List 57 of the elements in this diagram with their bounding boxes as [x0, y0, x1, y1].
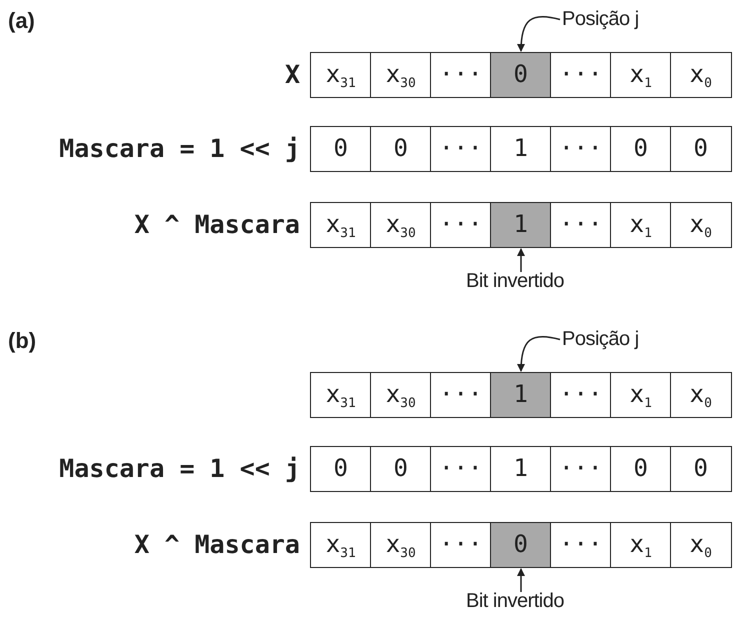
- bit-cell: ···: [430, 52, 492, 98]
- bit-cell: 0: [370, 126, 432, 172]
- bit-cell: 0: [610, 446, 672, 492]
- leader-arrow: [517, 336, 560, 372]
- bit-cell: ···: [550, 52, 612, 98]
- callout-text: Posição j: [562, 8, 639, 31]
- bit-cell: x$_{1}$: [610, 522, 672, 568]
- row-label: Mascara = 1 << j: [59, 454, 300, 483]
- row-label: Mascara = 1 << j: [59, 134, 300, 163]
- callout-text: Bit invertido: [466, 270, 564, 293]
- bit-cell: 0: [670, 446, 732, 492]
- bit-cell: x$_{31}$: [310, 52, 372, 98]
- callout-text: Posição j: [562, 328, 639, 351]
- row-label: X ^ Mascara: [134, 530, 300, 559]
- bit-cell: ···: [430, 446, 492, 492]
- highlighted-bit-cell: 0: [490, 522, 552, 568]
- bit-cell: ···: [430, 126, 492, 172]
- bit-cell: 0: [610, 126, 672, 172]
- callout-text: Bit invertido: [466, 590, 564, 613]
- bit-cell: x$_{1}$: [610, 372, 672, 418]
- bit-cell: x$_{0}$: [670, 522, 732, 568]
- bit-cell: x$_{30}$: [370, 372, 432, 418]
- highlighted-bit-cell: 0: [490, 52, 552, 98]
- bit-cell: ···: [430, 202, 492, 248]
- leader-arrow: [517, 248, 525, 272]
- highlighted-bit-cell: 1: [490, 372, 552, 418]
- bit-cell: ···: [550, 126, 612, 172]
- bit-cell: x$_{31}$: [310, 522, 372, 568]
- bit-cell: x$_{0}$: [670, 372, 732, 418]
- bit-cell: x$_{30}$: [370, 202, 432, 248]
- leader-arrow: [517, 16, 560, 52]
- bit-cell: 1: [490, 446, 552, 492]
- leader-arrow: [517, 568, 525, 592]
- panel-label: (a): [8, 8, 35, 34]
- highlighted-bit-cell: 1: [490, 202, 552, 248]
- bit-cell: x$_{1}$: [610, 202, 672, 248]
- bit-cell: ···: [430, 372, 492, 418]
- panel-label: (b): [8, 328, 36, 354]
- row-label: X ^ Mascara: [134, 210, 300, 239]
- bit-cell: x$_{31}$: [310, 372, 372, 418]
- bit-cell: ···: [550, 202, 612, 248]
- bit-cell: x$_{0}$: [670, 52, 732, 98]
- bit-cell: x$_{0}$: [670, 202, 732, 248]
- bit-cell: 0: [310, 446, 372, 492]
- bit-cell: ···: [550, 522, 612, 568]
- bit-cell: x$_{1}$: [610, 52, 672, 98]
- row-label: X: [284, 60, 300, 89]
- bit-cell: x$_{31}$: [310, 202, 372, 248]
- bit-cell: ···: [550, 372, 612, 418]
- bit-cell: ···: [550, 446, 612, 492]
- bit-cell: 1: [490, 126, 552, 172]
- bit-cell: 0: [370, 446, 432, 492]
- bit-cell: x$_{30}$: [370, 52, 432, 98]
- bit-cell: 0: [310, 126, 372, 172]
- bit-cell: 0: [670, 126, 732, 172]
- bit-cell: x$_{30}$: [370, 522, 432, 568]
- bit-cell: ···: [430, 522, 492, 568]
